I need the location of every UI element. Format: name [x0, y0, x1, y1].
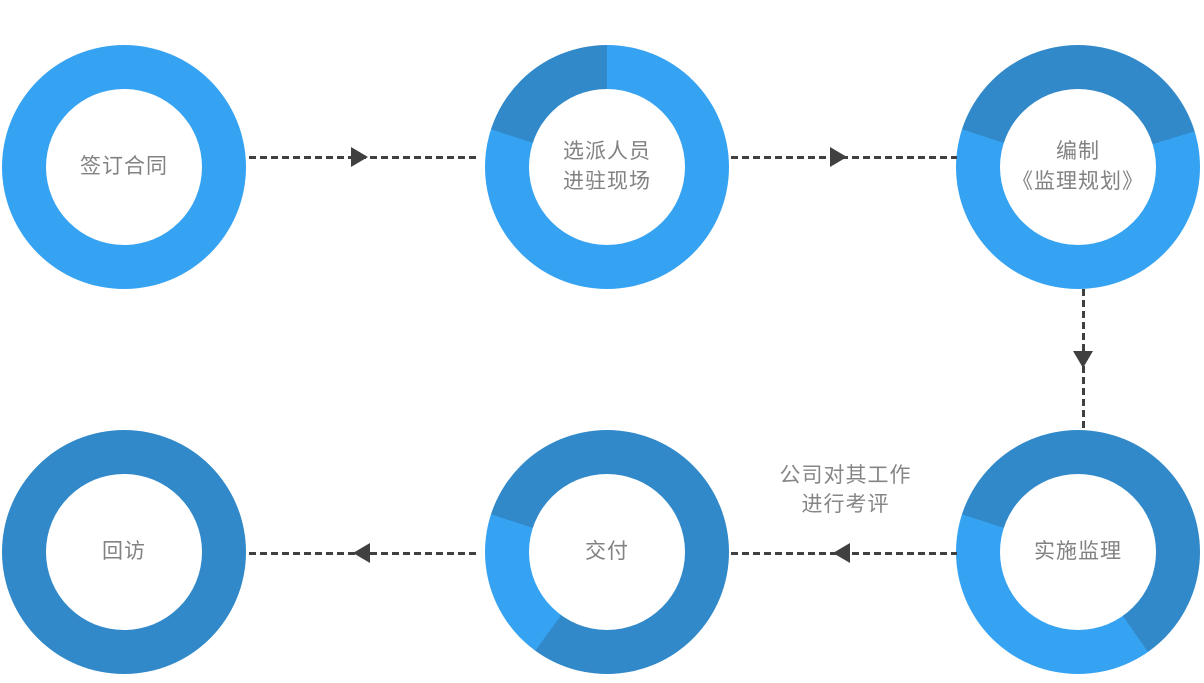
donut-hole: 编制 《监理规划》 [1000, 89, 1156, 245]
donut-hole: 实施监理 [1000, 474, 1156, 630]
node-prepare-supervision-plan: 编制 《监理规划》 [956, 45, 1200, 289]
node-label: 选派人员 进驻现场 [563, 140, 651, 193]
donut-hole: 回访 [46, 474, 202, 630]
node-sign-contract: 签订合同 [2, 45, 246, 289]
donut-hole: 签订合同 [46, 89, 202, 245]
node-follow-up-visit: 回访 [2, 430, 246, 674]
arrowhead-left-icon [353, 543, 370, 563]
node-label: 实施监理 [1034, 540, 1122, 563]
node-dispatch-personnel-to-site: 选派人员 进驻现场 [485, 45, 729, 289]
node-delivery: 交付 [485, 430, 729, 674]
evaluation-caption: 公司对其工作 进行考评 [779, 464, 912, 516]
arrowhead-left-icon [833, 543, 850, 563]
node-implement-supervision: 实施监理 [956, 430, 1200, 674]
node-label: 签订合同 [80, 155, 168, 178]
donut-hole: 选派人员 进驻现场 [529, 89, 685, 245]
arrowhead-down-icon [1073, 351, 1093, 368]
arrowhead-right-icon [830, 147, 847, 167]
node-label: 编制 《监理规划》 [1012, 140, 1144, 193]
arrowhead-right-icon [351, 147, 368, 167]
node-label: 回访 [102, 540, 146, 563]
donut-hole: 交付 [529, 474, 685, 630]
node-label: 交付 [585, 540, 629, 563]
